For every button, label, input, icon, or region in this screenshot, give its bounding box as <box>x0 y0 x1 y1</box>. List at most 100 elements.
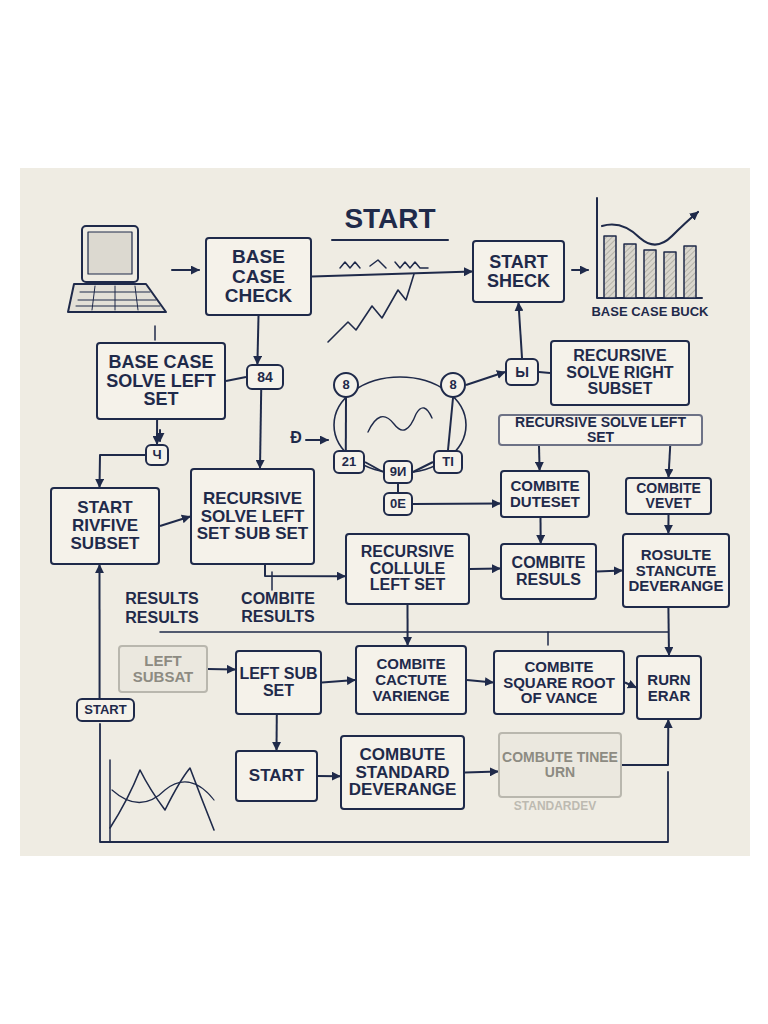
faded-box: COMBUTE TINEE URN <box>498 732 622 798</box>
process-box: COMBITE DUTESET <box>500 470 590 518</box>
flow-connector <box>625 683 636 688</box>
flow-connector <box>365 462 383 472</box>
annotation-label: STANDARDEV <box>470 800 640 813</box>
process-box: COMBITE RESULS <box>500 543 597 600</box>
node-text: COMBITE VEVET <box>629 481 708 510</box>
flow-connector <box>257 316 258 364</box>
callout-box: 9И <box>383 460 413 484</box>
node-text: 8 <box>342 378 349 392</box>
node-text: START <box>249 767 304 785</box>
callout-box: TI <box>433 450 463 474</box>
process-box: LEFT SUB SET <box>235 650 322 715</box>
callout-circle: 8 <box>440 372 466 398</box>
node-text: START SHECK <box>476 253 561 291</box>
node-text: COMBITE CACTUTE VARIENGE <box>359 656 463 703</box>
flow-connector <box>276 715 278 750</box>
return-box: RURNERAR <box>636 655 702 720</box>
flow-connector <box>100 455 146 487</box>
callout-box: 84 <box>246 364 284 390</box>
start-box: START <box>235 750 318 802</box>
flow-connector <box>265 565 345 576</box>
flow-connector <box>413 462 433 472</box>
node-text: 84 <box>257 370 273 385</box>
process-box: RECURSIVE SOLVE LEFT SET SUB SET <box>190 468 315 565</box>
guide-line <box>271 572 273 590</box>
flow-connector <box>465 771 498 774</box>
title-underline <box>332 239 448 241</box>
zigzag-line <box>328 274 414 342</box>
faded-box: LEFT SUBSAT <box>118 645 208 693</box>
callout-circle: 8 <box>333 372 359 398</box>
flow-connector <box>413 503 500 505</box>
node-text: COMBITE SQUARE ROOT OF VANCE <box>497 659 621 706</box>
flow-connector <box>538 446 541 470</box>
process-box: RECURSIVE SOLVE RIGHT SUBSET <box>550 340 690 406</box>
flow-connector <box>470 568 500 570</box>
process-box: START SHECK <box>472 240 565 303</box>
flow-connector <box>667 515 669 533</box>
flow-arrow <box>172 269 199 271</box>
start-box: START <box>76 698 135 722</box>
node-text: LEFT SUBSAT <box>122 653 204 685</box>
flow-connector <box>467 680 493 683</box>
flow-connector <box>99 565 101 698</box>
flow-connector <box>397 484 399 492</box>
graph-curve <box>112 782 214 803</box>
flow-connector <box>539 372 550 373</box>
flow-connector <box>260 390 261 468</box>
process-box: RECURSIVE SOLVE LEFT SET <box>498 414 703 446</box>
flow-connector <box>322 680 355 683</box>
node-text: RECURSIVE SOLVE RIGHT SUBSET <box>554 348 686 398</box>
process-box: COMBUTE STANDARD DEVERANGE <box>340 735 465 810</box>
flow-arrow <box>306 439 328 441</box>
flow-connector <box>208 668 235 671</box>
guide-line <box>547 632 549 645</box>
flow-connector <box>540 518 542 543</box>
node-text: TI <box>442 455 454 469</box>
node-text: COMBITE DUTESET <box>504 478 586 510</box>
process-box: COMBITE SQUARE ROOT OF VANCE <box>493 650 625 715</box>
callout-box: Ы <box>505 358 539 386</box>
process-box: RECURSIVE COLLULE LEFT SET <box>345 533 470 605</box>
node-text: LEFT SUB SET <box>239 666 318 700</box>
annotation-label: RESULTS <box>112 590 212 608</box>
flow-connector <box>312 272 472 277</box>
node-text: COMBUTE STANDARD DEVERANGE <box>344 746 461 800</box>
graph-axis <box>109 760 111 842</box>
process-box: ROSULTE STANCUTE DEVERANGE <box>622 533 730 608</box>
graph-curve <box>110 768 214 830</box>
node-text: 8 <box>449 378 456 392</box>
node-text: START <box>84 703 126 717</box>
flow-arrow <box>572 269 588 271</box>
node-text: ROSULTE STANCUTE DEVERANGE <box>626 547 726 594</box>
diagram-title: START <box>315 203 465 235</box>
annotation-label: RESULTS <box>112 609 212 627</box>
node-text: RECURSIVE COLLULE LEFT SET <box>349 544 466 594</box>
flow-connector <box>160 517 190 527</box>
wave-line <box>368 408 432 432</box>
loop-line <box>100 724 668 842</box>
node-text: 0E <box>390 497 406 511</box>
process-box: BASE CASE SOLVE LEFT SET <box>96 342 226 420</box>
node-text: Ы <box>515 365 529 380</box>
node-text: BASE CASE SOLVE LEFT SET <box>100 353 222 410</box>
annotation-label: BASE CASE BUCK <box>575 305 725 319</box>
flow-connector <box>622 720 668 765</box>
process-box: BASE CASE CHECK <box>205 237 312 316</box>
node-text: 9И <box>390 465 407 479</box>
node-text: COMBITE RESULS <box>504 555 593 589</box>
flow-connector <box>667 608 670 655</box>
node-text: COMBUTE TINEE URN <box>502 750 618 779</box>
node-text: Ч <box>152 448 161 462</box>
node-text: RECURSIVE SOLVE LEFT SET <box>502 415 699 444</box>
node-text: START RIVFIVE SUBSET <box>54 499 156 553</box>
node-text: RECURSIVE SOLVE LEFT SET SUB SET <box>194 490 311 544</box>
callout-box: Ч <box>145 444 169 466</box>
node-text: 21 <box>342 455 356 469</box>
annotation-label: Ð <box>286 429 306 447</box>
tick-line <box>154 326 156 340</box>
node-text: ERAR <box>648 688 691 704</box>
flow-connector <box>597 571 622 572</box>
flow-connector <box>345 398 347 450</box>
squiggle-mark <box>340 260 428 268</box>
